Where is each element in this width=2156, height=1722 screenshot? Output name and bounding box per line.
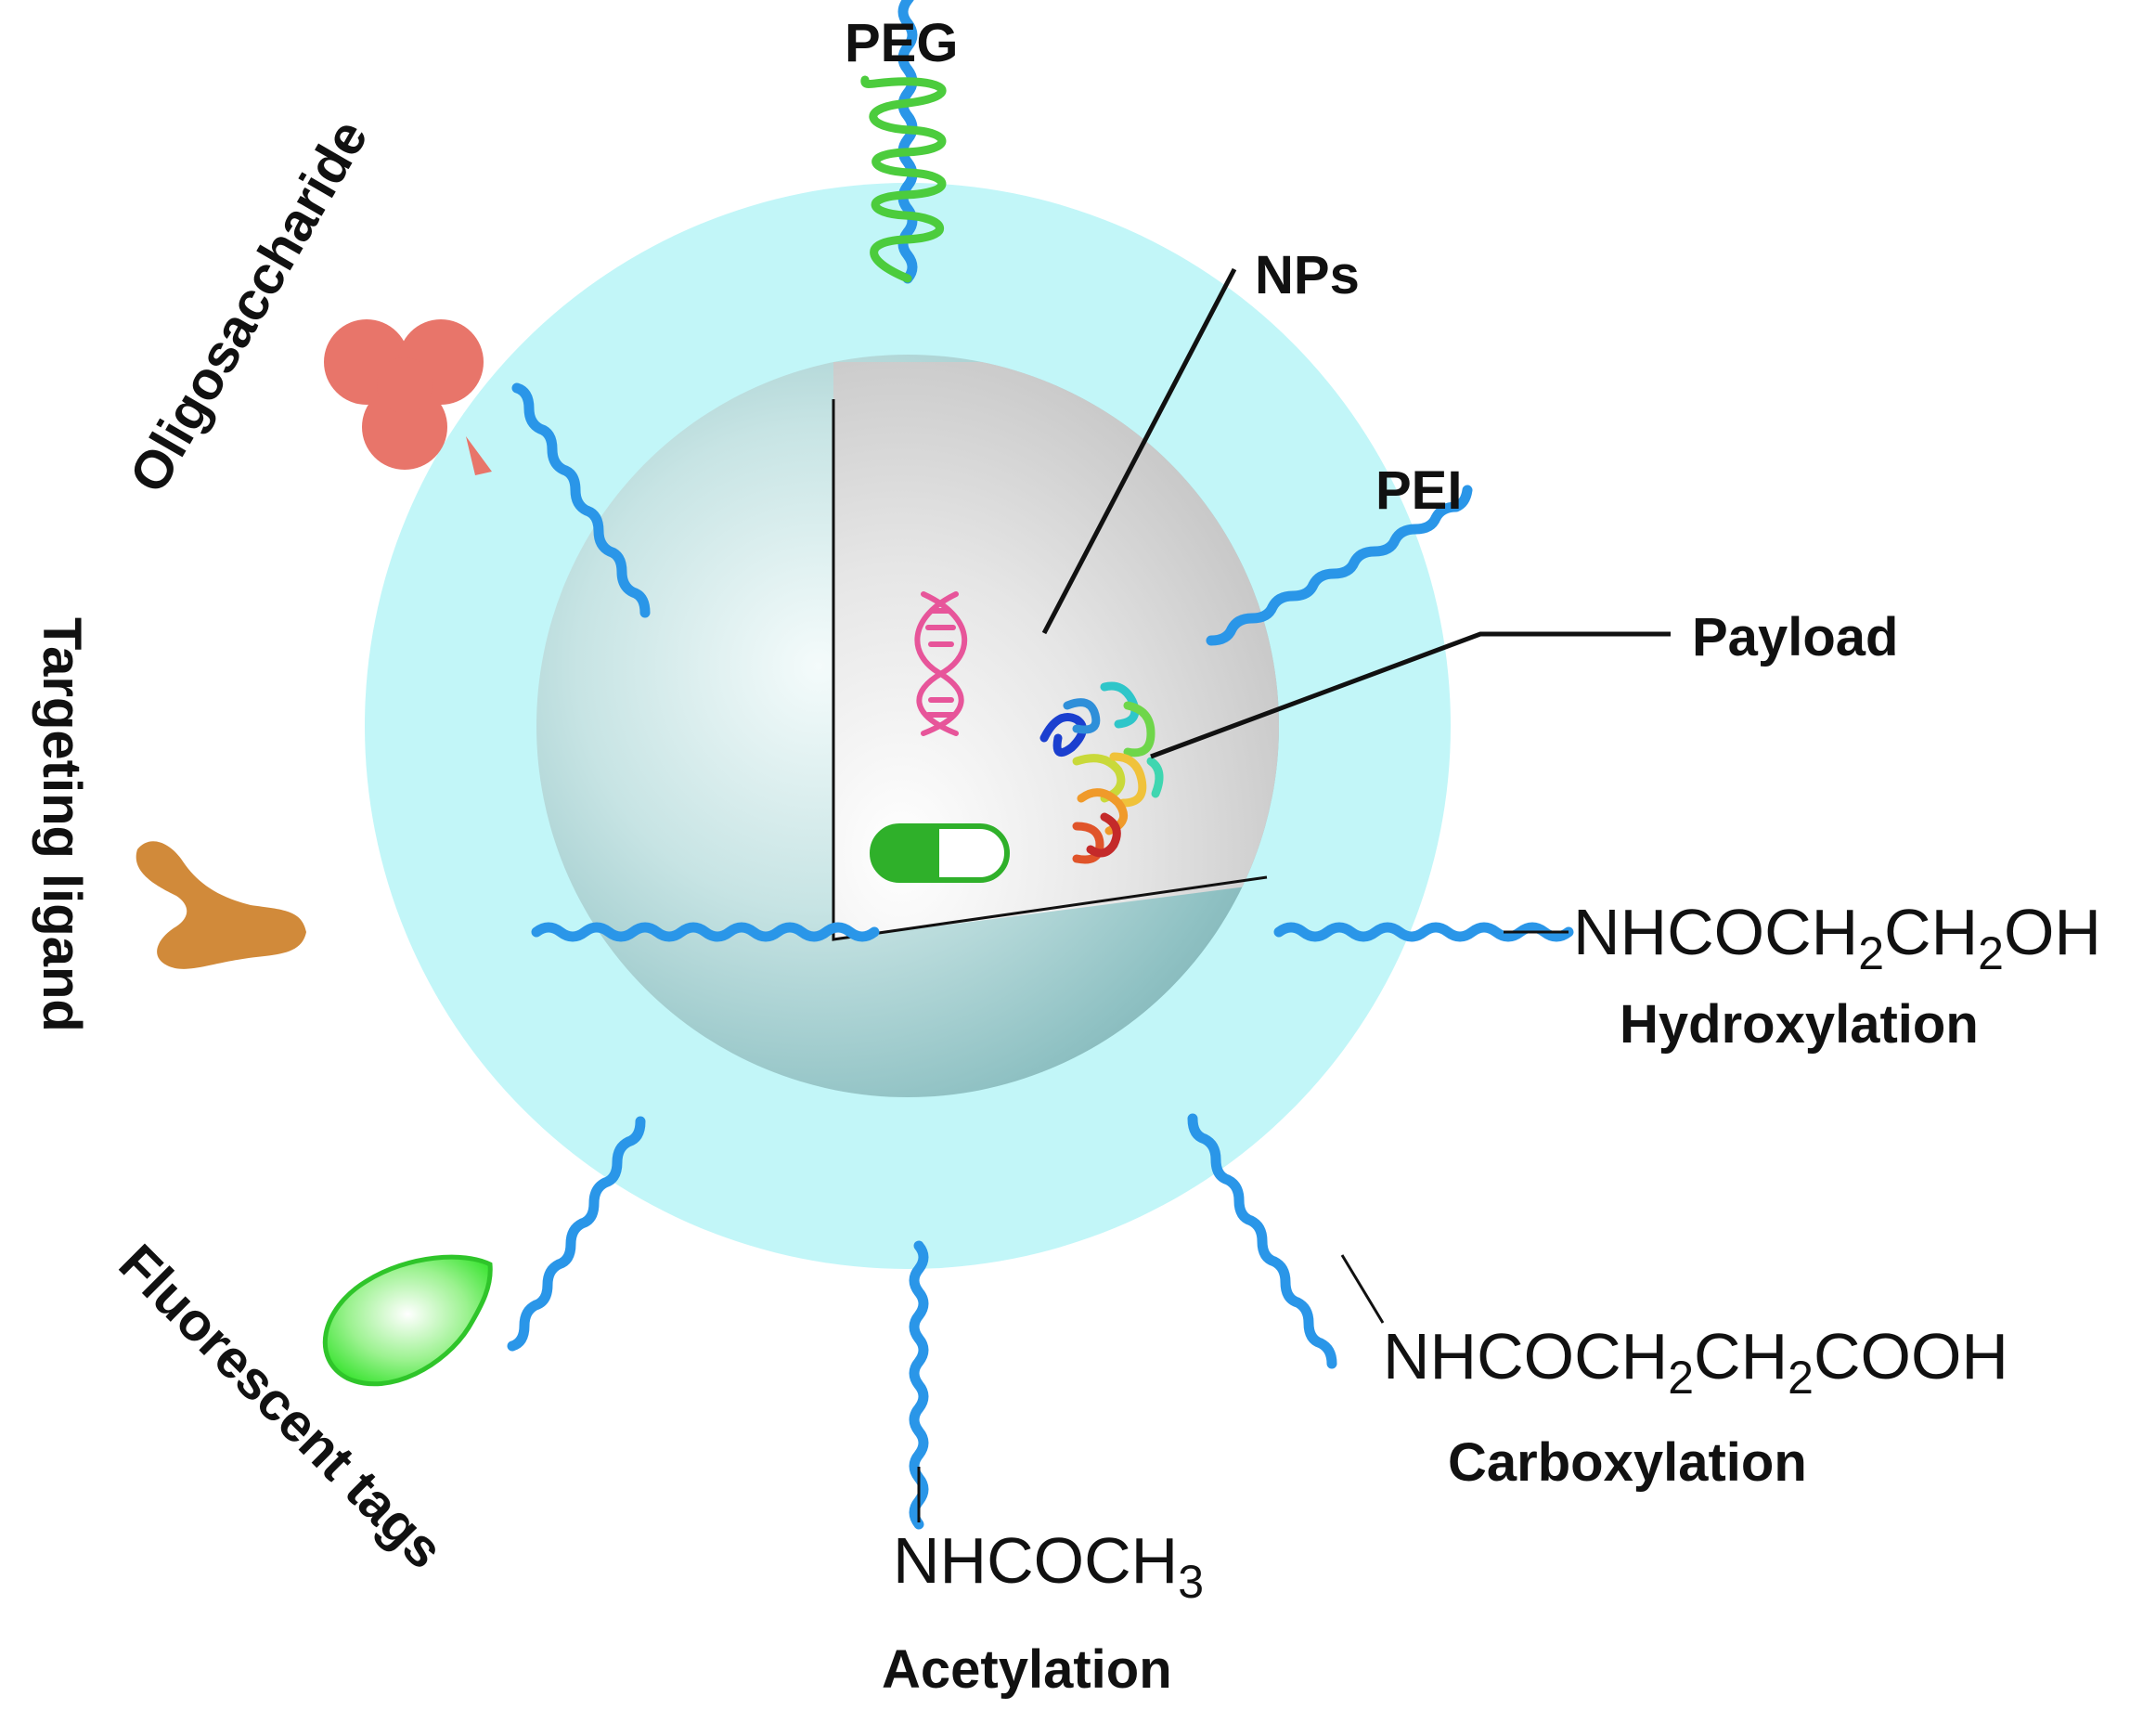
label-oligosaccharide: Oligosaccharide <box>118 110 380 502</box>
protein-icon <box>1039 681 1164 864</box>
chain-targeting-ligand <box>531 922 880 942</box>
chain-oligosaccharide <box>511 382 651 618</box>
formula-carboxylation: NHCOCH2CH2COOH <box>1383 1320 2008 1404</box>
label-hydroxylation: Hydroxylation <box>1620 994 1979 1055</box>
leader-payload <box>1150 631 1671 759</box>
label-nps: NPs <box>1255 245 1360 305</box>
dna-icon <box>914 591 968 736</box>
chain-fluorescent-tag <box>507 1116 646 1352</box>
peg-coil <box>860 75 947 283</box>
leader-nps <box>1041 267 1237 635</box>
core-cutaway <box>833 362 1279 939</box>
oligosaccharide-icon <box>324 319 492 475</box>
chain-carboxylation <box>1187 1113 1337 1369</box>
targeting-ligand-icon <box>136 841 306 969</box>
label-payload: Payload <box>1692 607 1898 667</box>
capsule-icon <box>870 823 1010 883</box>
chain-pei <box>1206 485 1473 646</box>
leader-carboxylation <box>1340 1254 1385 1324</box>
formula-hydroxylation: NHCOCH2CH2OH <box>1573 896 2101 979</box>
label-carboxylation: Carboxylation <box>1448 1432 1807 1493</box>
label-peg: PEG <box>845 13 959 73</box>
label-acetylation: Acetylation <box>882 1639 1172 1700</box>
fluorescent-tag-icon <box>322 1254 493 1387</box>
label-pei: PEI <box>1375 460 1463 521</box>
label-targeting-ligand: Targeting ligand <box>32 617 92 1032</box>
formula-acetylation: NHCOCH3 <box>893 1524 1204 1608</box>
